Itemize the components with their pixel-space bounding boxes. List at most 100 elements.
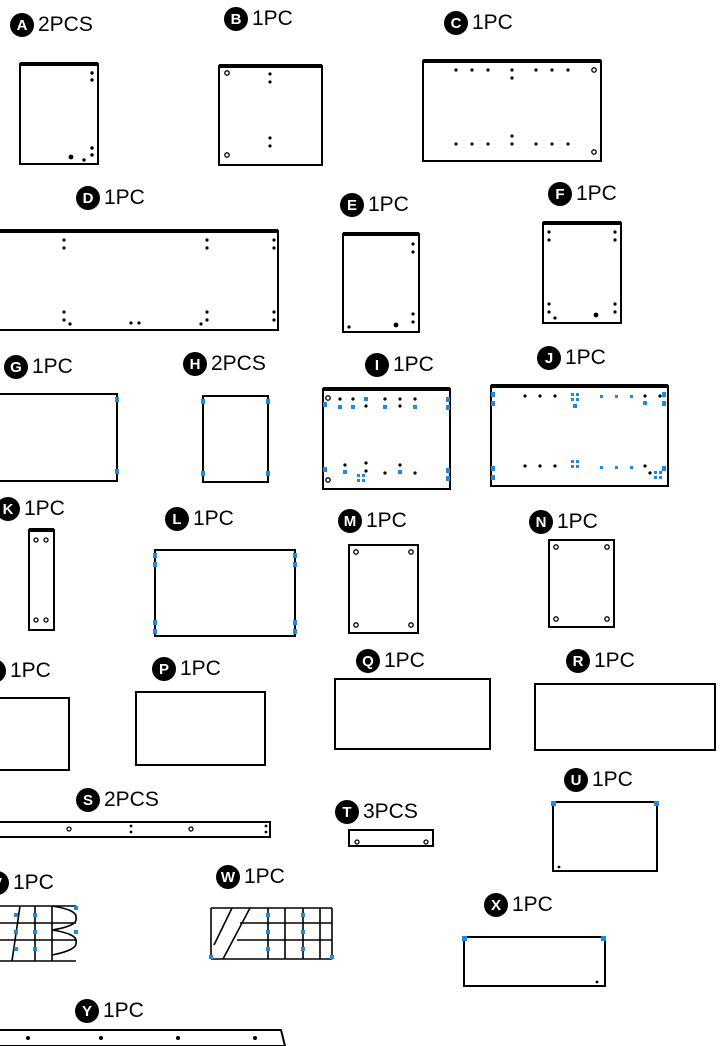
- letter-badge-c: C: [444, 11, 468, 35]
- letter-badge-a: A: [10, 13, 34, 37]
- quantity-o: 1PC: [10, 659, 51, 682]
- label-part-t: T 3PCS: [335, 799, 418, 825]
- panel-c: [422, 59, 602, 162]
- label-part-q: Q 1PC: [356, 648, 425, 674]
- label-part-n: N 1PC: [529, 509, 598, 535]
- letter-badge-b: B: [224, 7, 248, 31]
- label-part-c: C 1PC: [444, 10, 513, 36]
- panel-j: [490, 384, 669, 487]
- label-part-l: L 1PC: [165, 506, 234, 532]
- letter-badge-u: U: [564, 768, 588, 792]
- quantity-l: 1PC: [193, 507, 234, 530]
- label-part-x: X 1PC: [484, 892, 553, 918]
- label-part-u: U 1PC: [564, 767, 633, 793]
- label-part-p: P 1PC: [152, 656, 221, 682]
- panel-f: [542, 221, 622, 324]
- quantity-m: 1PC: [366, 509, 407, 532]
- quantity-e: 1PC: [368, 193, 409, 216]
- panel-w: [209, 907, 334, 960]
- letter-badge-m: M: [338, 509, 362, 533]
- quantity-n: 1PC: [557, 510, 598, 533]
- label-part-j: J 1PC: [537, 345, 606, 371]
- panel-g: [0, 393, 119, 482]
- label-part-e: E 1PC: [340, 192, 409, 218]
- letter-badge-t: T: [335, 800, 359, 824]
- letter-badge-h: H: [183, 352, 207, 376]
- letter-badge-j: J: [537, 346, 561, 370]
- letter-badge-g: G: [4, 355, 28, 379]
- quantity-a: 2PCS: [38, 13, 93, 36]
- panel-a: [19, 62, 99, 165]
- quantity-j: 1PC: [565, 346, 606, 369]
- panel-m: [348, 544, 419, 634]
- quantity-h: 2PCS: [211, 352, 266, 375]
- panel-t: [348, 829, 434, 847]
- panel-d: [0, 229, 279, 331]
- letter-badge-f: F: [548, 182, 572, 206]
- label-part-i: I 1PC: [365, 352, 434, 378]
- letter-badge-y: Y: [75, 999, 99, 1023]
- label-part-a: A 2PCS: [10, 12, 93, 38]
- letter-badge-o: O: [0, 659, 6, 683]
- panel-q: [334, 678, 491, 750]
- label-part-g: G 1PC: [4, 354, 73, 380]
- label-part-h: H 2PCS: [183, 351, 266, 377]
- quantity-k: 1PC: [24, 497, 65, 520]
- letter-badge-s: S: [76, 788, 100, 812]
- quantity-d: 1PC: [104, 186, 145, 209]
- panel-h: [201, 395, 270, 483]
- letter-badge-d: D: [76, 186, 100, 210]
- label-part-v: V 1PC: [0, 870, 54, 896]
- label-part-w: W 1PC: [216, 864, 285, 890]
- quantity-p: 1PC: [180, 657, 221, 680]
- quantity-q: 1PC: [384, 649, 425, 672]
- quantity-t: 3PCS: [363, 800, 418, 823]
- panel-y: [0, 1029, 287, 1046]
- panel-x: [462, 936, 606, 987]
- label-part-o: O 1PC: [0, 658, 51, 684]
- letter-badge-p: P: [152, 657, 176, 681]
- quantity-b: 1PC: [252, 7, 293, 30]
- panel-l: [153, 549, 297, 637]
- letter-badge-w: W: [216, 865, 240, 889]
- panel-r: [534, 683, 716, 751]
- panel-k: [28, 528, 55, 631]
- quantity-v: 1PC: [13, 871, 54, 894]
- panel-o: [0, 697, 70, 771]
- panel-s: [0, 821, 271, 838]
- label-part-s: S 2PCS: [76, 787, 159, 813]
- panel-p: [135, 691, 266, 766]
- panel-b: [218, 64, 323, 166]
- quantity-r: 1PC: [594, 649, 635, 672]
- label-part-r: R 1PC: [566, 648, 635, 674]
- letter-badge-n: N: [529, 510, 553, 534]
- label-part-y: Y 1PC: [75, 998, 144, 1024]
- letter-badge-v: V: [0, 871, 9, 895]
- label-part-d: D 1PC: [76, 185, 145, 211]
- letter-badge-k: K: [0, 497, 20, 521]
- quantity-x: 1PC: [512, 893, 553, 916]
- label-part-b: B 1PC: [224, 6, 293, 32]
- quantity-i: 1PC: [393, 353, 434, 376]
- panel-v: [0, 905, 78, 962]
- panel-i: [322, 387, 451, 490]
- quantity-f: 1PC: [576, 182, 617, 205]
- panel-u: [551, 801, 659, 872]
- label-part-k: K 1PC: [0, 496, 65, 522]
- quantity-s: 2PCS: [104, 788, 159, 811]
- quantity-g: 1PC: [32, 355, 73, 378]
- quantity-w: 1PC: [244, 865, 285, 888]
- label-part-m: M 1PC: [338, 508, 407, 534]
- letter-badge-e: E: [340, 193, 364, 217]
- quantity-c: 1PC: [472, 11, 513, 34]
- letter-badge-r: R: [566, 649, 590, 673]
- label-part-f: F 1PC: [548, 181, 617, 207]
- letter-badge-l: L: [165, 507, 189, 531]
- panel-e: [342, 232, 420, 333]
- letter-badge-i: I: [365, 353, 389, 377]
- quantity-y: 1PC: [103, 999, 144, 1022]
- quantity-u: 1PC: [592, 768, 633, 791]
- letter-badge-q: Q: [356, 649, 380, 673]
- letter-badge-x: X: [484, 893, 508, 917]
